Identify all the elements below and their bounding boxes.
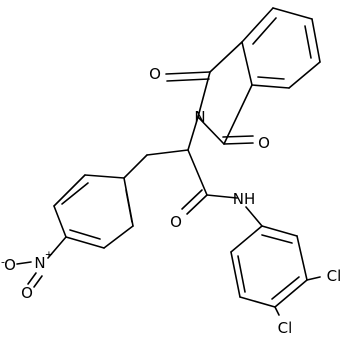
double-bond-inner [69, 229, 101, 240]
bond [123, 154, 148, 179]
double-bond-inner [261, 234, 293, 244]
propanamide-chain [123, 116, 263, 227]
bond [47, 236, 67, 259]
bond [241, 7, 274, 43]
bond [230, 225, 263, 253]
carbonyl-bond [165, 71, 211, 75]
bond [251, 84, 290, 89]
atom-label-n-nitro: N [34, 254, 45, 272]
double-bond-inner [237, 255, 246, 293]
atom-label-cl-upper: Cl [327, 267, 342, 285]
double-bond-inner [252, 17, 277, 45]
bond [84, 174, 125, 179]
bond [241, 41, 253, 86]
bond [288, 61, 321, 89]
imide-ring [165, 41, 254, 145]
double-bond-inner [61, 182, 89, 205]
bond [187, 149, 208, 196]
phthalimide-benzene-ring [241, 7, 321, 89]
carbonyl-bond [181, 189, 203, 210]
carbonyl-bond [166, 78, 210, 82]
bond [223, 84, 253, 145]
bond [65, 236, 105, 249]
bond [239, 296, 276, 308]
bond [206, 194, 238, 199]
bond [274, 306, 280, 316]
charge-plus-nitro-n: + [45, 250, 53, 261]
atom-labels: O N O O NH Cl Cl N + O - O [1, 65, 341, 337]
dichlorophenyl-ring [230, 225, 321, 316]
double-bond [27, 272, 37, 285]
carbonyl-bond [223, 142, 254, 145]
carbonyl-bond [186, 194, 208, 215]
bond [53, 174, 86, 207]
bond [16, 261, 32, 265]
atom-label-o-nitro-left: O [4, 256, 16, 274]
bond [230, 251, 241, 298]
bond [311, 18, 321, 63]
double-bond-inner [125, 189, 133, 223]
charge-minus-nitro-o: - [1, 256, 5, 269]
atom-label-nh-amide: NH [233, 190, 256, 208]
atom-label-o-top: O [149, 65, 161, 83]
atom-label-cl-lower: Cl [278, 319, 293, 337]
bond [53, 205, 67, 238]
atom-label-o-amide: O [170, 213, 182, 231]
bond [103, 225, 134, 249]
carbonyl-bond [222, 135, 254, 138]
bond [296, 235, 308, 281]
double-bond-inner [257, 76, 285, 80]
nitro-group [16, 261, 43, 288]
nitrophenyl-ring [47, 174, 134, 259]
atom-label-o-nitro-bottom: O [21, 284, 33, 302]
atom-label-o-right: O [258, 134, 270, 152]
bond [146, 149, 189, 156]
bond [209, 41, 243, 73]
bond [245, 206, 263, 227]
bond [187, 116, 199, 151]
bond [274, 279, 308, 308]
double-bond-inner [271, 276, 300, 300]
double-bond [33, 275, 43, 288]
bond [306, 276, 321, 281]
bond [272, 7, 313, 20]
atom-label-n-imide: N [194, 108, 205, 126]
double-bond-inner [304, 25, 312, 59]
bond [197, 116, 225, 145]
bond [261, 225, 298, 237]
